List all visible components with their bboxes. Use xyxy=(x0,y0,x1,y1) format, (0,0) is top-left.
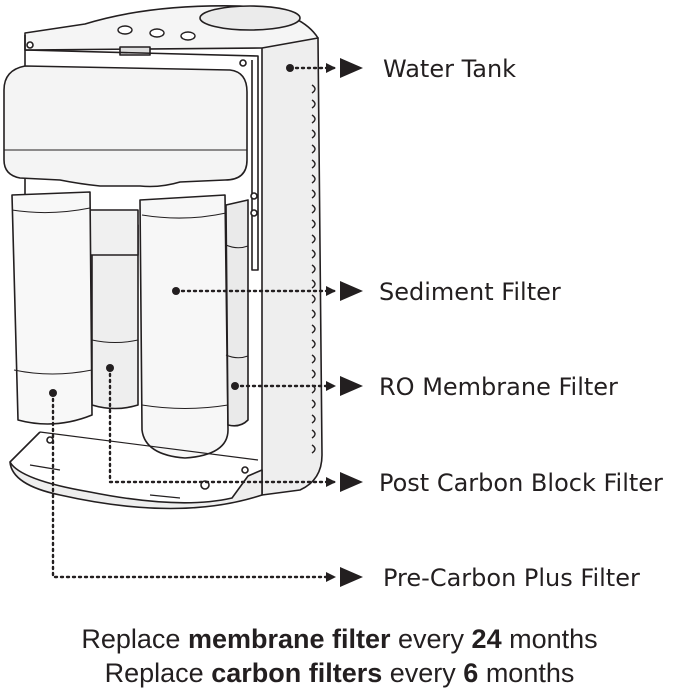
arrow-pre-carbon xyxy=(340,567,363,587)
side-panel xyxy=(254,26,323,496)
ro-cartridge xyxy=(225,199,249,427)
note1-suffix: months xyxy=(501,624,598,654)
label-ro-membrane-filter: RO Membrane Filter xyxy=(379,373,618,401)
note1-middle: every xyxy=(390,624,472,654)
base-tray xyxy=(9,431,263,510)
arrow-heads xyxy=(340,58,363,587)
filter-diagram xyxy=(3,5,363,587)
note2-prefix: Replace xyxy=(104,658,212,688)
arrow-post-carbon xyxy=(340,472,363,492)
note2-suffix: months xyxy=(478,658,575,688)
arrow-water-tank xyxy=(340,58,363,78)
label-water-tank: Water Tank xyxy=(383,55,517,83)
leader-lines xyxy=(51,63,337,582)
pre-carbon-cartridge xyxy=(11,191,93,425)
side-vents xyxy=(311,84,316,454)
note1-count: 24 xyxy=(471,624,502,654)
water-tank xyxy=(3,65,248,188)
arrow-sediment xyxy=(340,281,363,301)
top-latch xyxy=(119,46,151,56)
sediment-cartridge xyxy=(139,194,229,459)
label-sediment-filter: Sediment Filter xyxy=(379,278,561,306)
note2-count: 6 xyxy=(463,658,479,688)
top-cap xyxy=(199,5,301,31)
replacement-note-carbon: Replace carbon filters every 6 months xyxy=(0,660,679,687)
top-knobs xyxy=(117,25,196,41)
note2-item: carbon filters xyxy=(211,658,383,688)
arrow-ro xyxy=(340,376,363,396)
replacement-note-membrane: Replace membrane filter every 24 months xyxy=(0,626,679,653)
leader-post-carbon xyxy=(108,366,337,487)
leader-pre-carbon xyxy=(51,391,337,582)
leader-dots xyxy=(49,64,294,397)
note2-middle: every xyxy=(382,658,464,688)
label-pre-carbon-plus-filter: Pre-Carbon Plus Filter xyxy=(383,564,640,592)
note1-item: membrane filter xyxy=(187,624,391,654)
label-post-carbon-block-filter: Post Carbon Block Filter xyxy=(379,469,663,497)
post-carbon-cartridge xyxy=(91,224,139,410)
note1-prefix: Replace xyxy=(81,624,188,654)
purifier-unit xyxy=(3,5,323,510)
